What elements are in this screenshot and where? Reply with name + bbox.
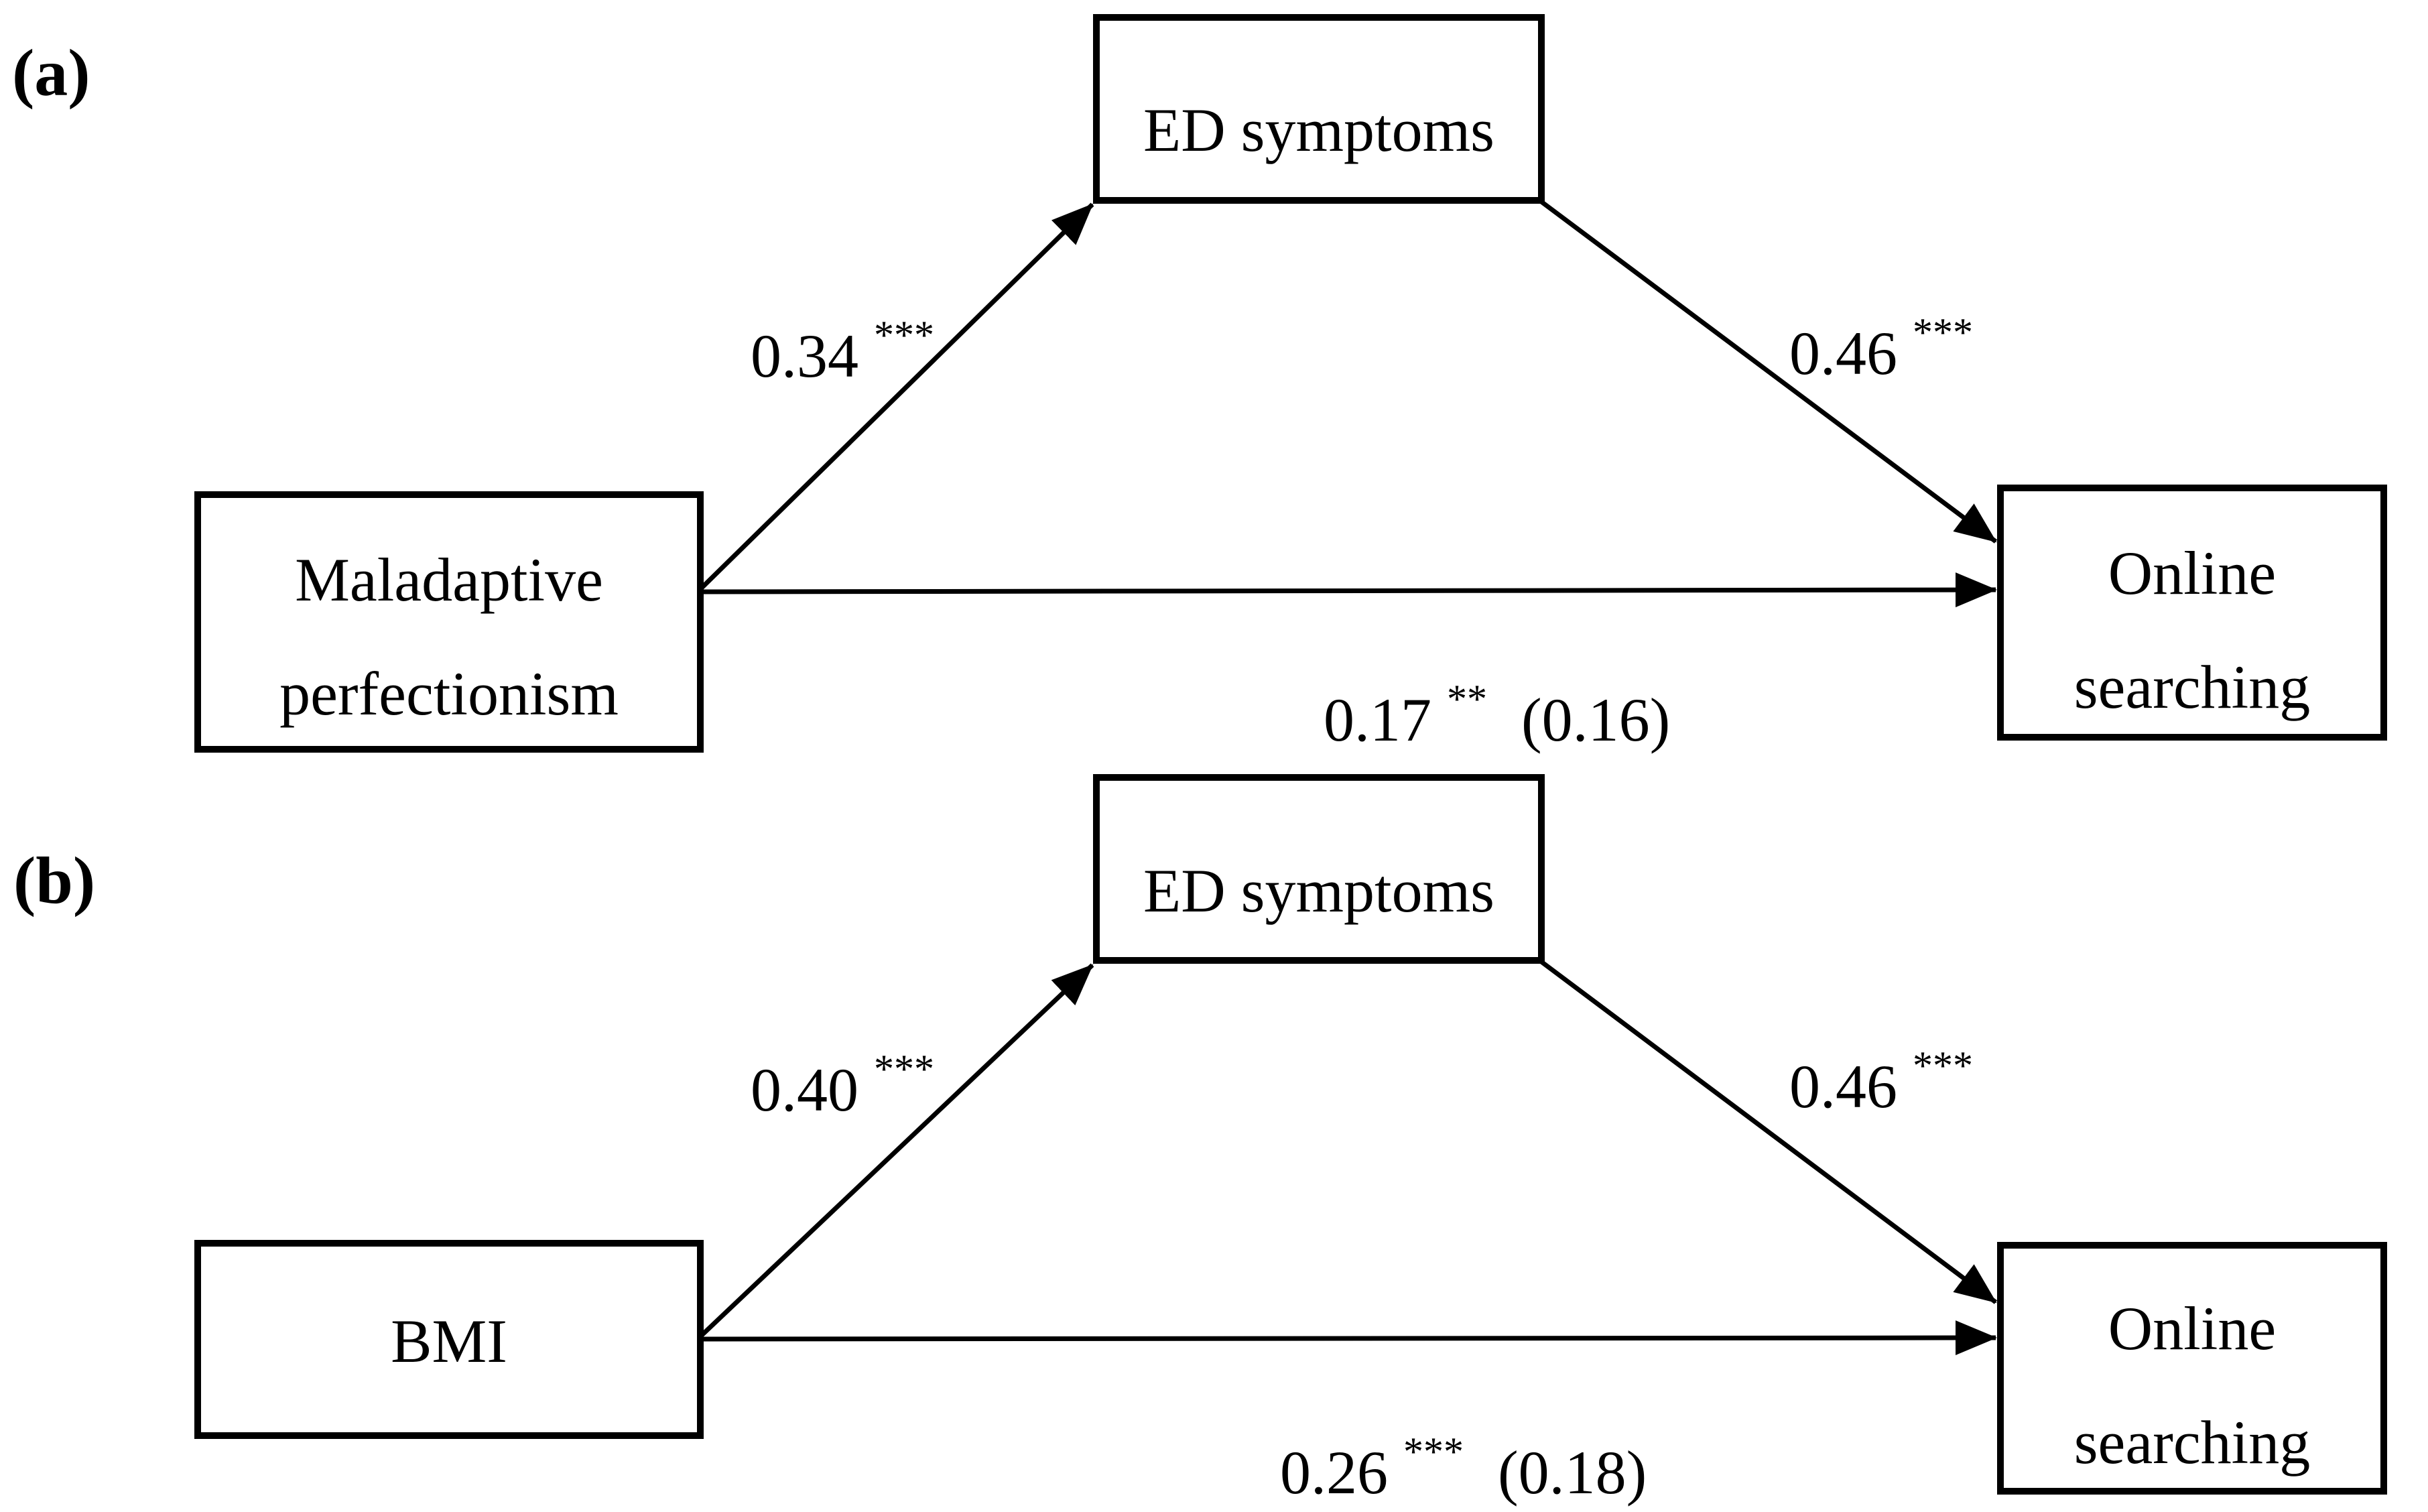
coef-stars: *** [1403, 1430, 1464, 1474]
panel-a-mediator-label: ED symptoms [1143, 96, 1494, 164]
coef-stars: *** [874, 1047, 934, 1091]
coef-total-effect: (0.16) [1521, 686, 1670, 754]
coef-value: 0.46 [1789, 1052, 1897, 1121]
panel-b-coef-direct: 0.26 *** (0.18) [1280, 1410, 1647, 1507]
panel-a-mediator-box [1093, 14, 1545, 204]
panel-a-path-predictor-to-mediator-arrow [696, 202, 1094, 594]
panel-a-coef-direct: 0.17 ** (0.16) [1324, 657, 1670, 754]
panel-b-outcome-label-line1: Online [2108, 1294, 2276, 1363]
panel-b-path-mediator-to-outcome-arrow [1539, 960, 1998, 1304]
panel-a-outcome-label-line2: searching [2074, 653, 2311, 721]
coef-value: 0.46 [1789, 319, 1897, 387]
panel-b-path-predictor-to-mediator-arrow [696, 963, 1094, 1341]
panel-a: (a) ED symptoms Maladaptive perfectionis… [12, 14, 2387, 754]
coef-stars: *** [874, 313, 934, 357]
coef-value: 0.17 [1324, 686, 1431, 754]
coef-value: 0.40 [751, 1056, 858, 1124]
coef-value: 0.34 [751, 322, 858, 390]
coef-value: 0.26 [1280, 1438, 1388, 1507]
coef-stars: *** [1913, 310, 1973, 355]
panel-a-label: (a) [12, 36, 90, 110]
panel-a-path-mediator-to-outcome-arrow [1539, 200, 1998, 544]
panel-a-outcome-box [1997, 485, 2387, 741]
panel-a-coef-predictor-to-mediator: 0.34 *** [751, 313, 934, 390]
panel-b: (b) ED symptoms BMI Online searching 0.4… [13, 774, 2387, 1507]
panel-b-predictor-label: BMI [391, 1307, 507, 1375]
coef-total-effect: (0.18) [1498, 1438, 1647, 1507]
panel-a-path-direct-arrow [697, 572, 1997, 608]
panel-b-coef-predictor-to-mediator: 0.40 *** [751, 1047, 934, 1124]
panel-b-mediator-label: ED symptoms [1143, 857, 1494, 925]
panel-a-predictor-label-line2: perfectionism [279, 659, 619, 728]
panel-a-predictor-box [194, 491, 704, 753]
panel-b-coef-mediator-to-outcome: 0.46 *** [1789, 1044, 1973, 1121]
coef-stars: ** [1447, 677, 1487, 721]
panel-a-outcome-label-line1: Online [2108, 539, 2276, 607]
panel-b-outcome-box [1997, 1242, 2387, 1495]
panel-b-label: (b) [13, 843, 95, 918]
panel-b-path-direct-arrow [697, 1320, 1997, 1356]
coef-stars: *** [1913, 1044, 1973, 1088]
panel-a-predictor-label-line1: Maladaptive [295, 546, 603, 614]
panel-b-mediator-box [1093, 774, 1545, 964]
panel-a-coef-mediator-to-outcome: 0.46 *** [1789, 310, 1973, 387]
panel-b-predictor-box [194, 1240, 704, 1439]
panel-b-outcome-label-line2: searching [2074, 1408, 2311, 1476]
